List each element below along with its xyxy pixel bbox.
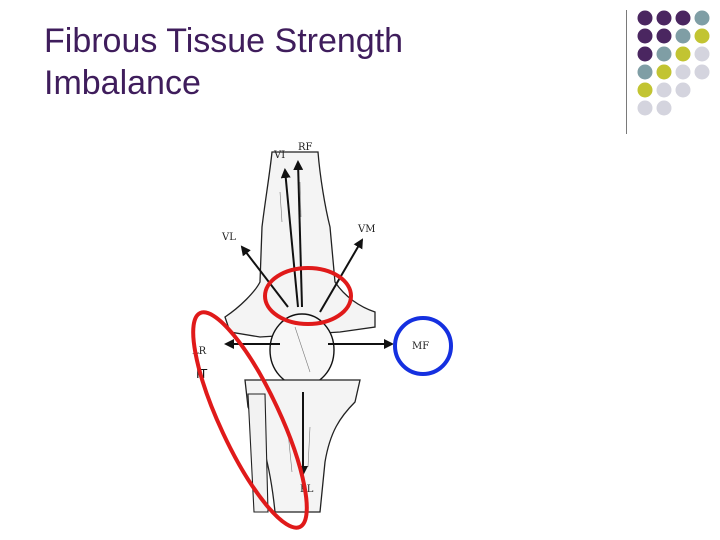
decorative-dot — [675, 64, 691, 80]
decorative-dot — [694, 10, 710, 26]
decorative-dot — [675, 46, 691, 62]
decorative-divider — [626, 10, 627, 134]
decorative-dot — [694, 46, 710, 62]
decorative-dot — [637, 46, 653, 62]
knee-force-diagram: VI RF VL VM LR IT MF PL — [191, 142, 453, 530]
decorative-dot — [675, 82, 691, 98]
red-ellipse-it-band — [191, 310, 309, 530]
slide-title-line-2: Imbalance — [44, 64, 201, 102]
decorative-dot — [656, 10, 672, 26]
force-arrows — [224, 160, 394, 476]
decorative-dot — [694, 28, 710, 44]
vi-label: VI — [273, 150, 285, 161]
decorative-dot — [675, 28, 691, 44]
rf-label: RF — [298, 142, 313, 153]
decorative-dot — [656, 28, 672, 44]
fibula-bone — [247, 393, 269, 513]
slide-title: Fibrous Tissue Strength Imbalance — [44, 20, 403, 104]
decorative-dot — [637, 100, 653, 116]
rf-arrow — [293, 160, 304, 308]
decorative-dot — [656, 100, 672, 116]
mf-label: MF — [412, 341, 429, 352]
decorative-dot — [637, 28, 653, 44]
decorative-dot-grid — [637, 10, 710, 116]
decorative-dot — [637, 64, 653, 80]
lr-label: LR — [192, 346, 207, 357]
decorative-dot — [656, 46, 672, 62]
vl-label: VL — [221, 232, 236, 243]
decorative-dot — [675, 10, 691, 26]
decorative-dot — [656, 64, 672, 80]
decorative-dot — [656, 82, 672, 98]
vm-label: VM — [357, 224, 375, 235]
slide-title-line-1: Fibrous Tissue Strength — [44, 22, 404, 60]
decorative-dot — [637, 10, 653, 26]
vl-arrow — [240, 245, 289, 308]
red-ellipse-patella — [263, 266, 353, 326]
vi-arrow — [280, 168, 299, 308]
bone-texture — [279, 181, 311, 473]
blue-circle-mf — [393, 316, 453, 376]
decorative-dot — [694, 64, 710, 80]
decorative-dot — [637, 82, 653, 98]
